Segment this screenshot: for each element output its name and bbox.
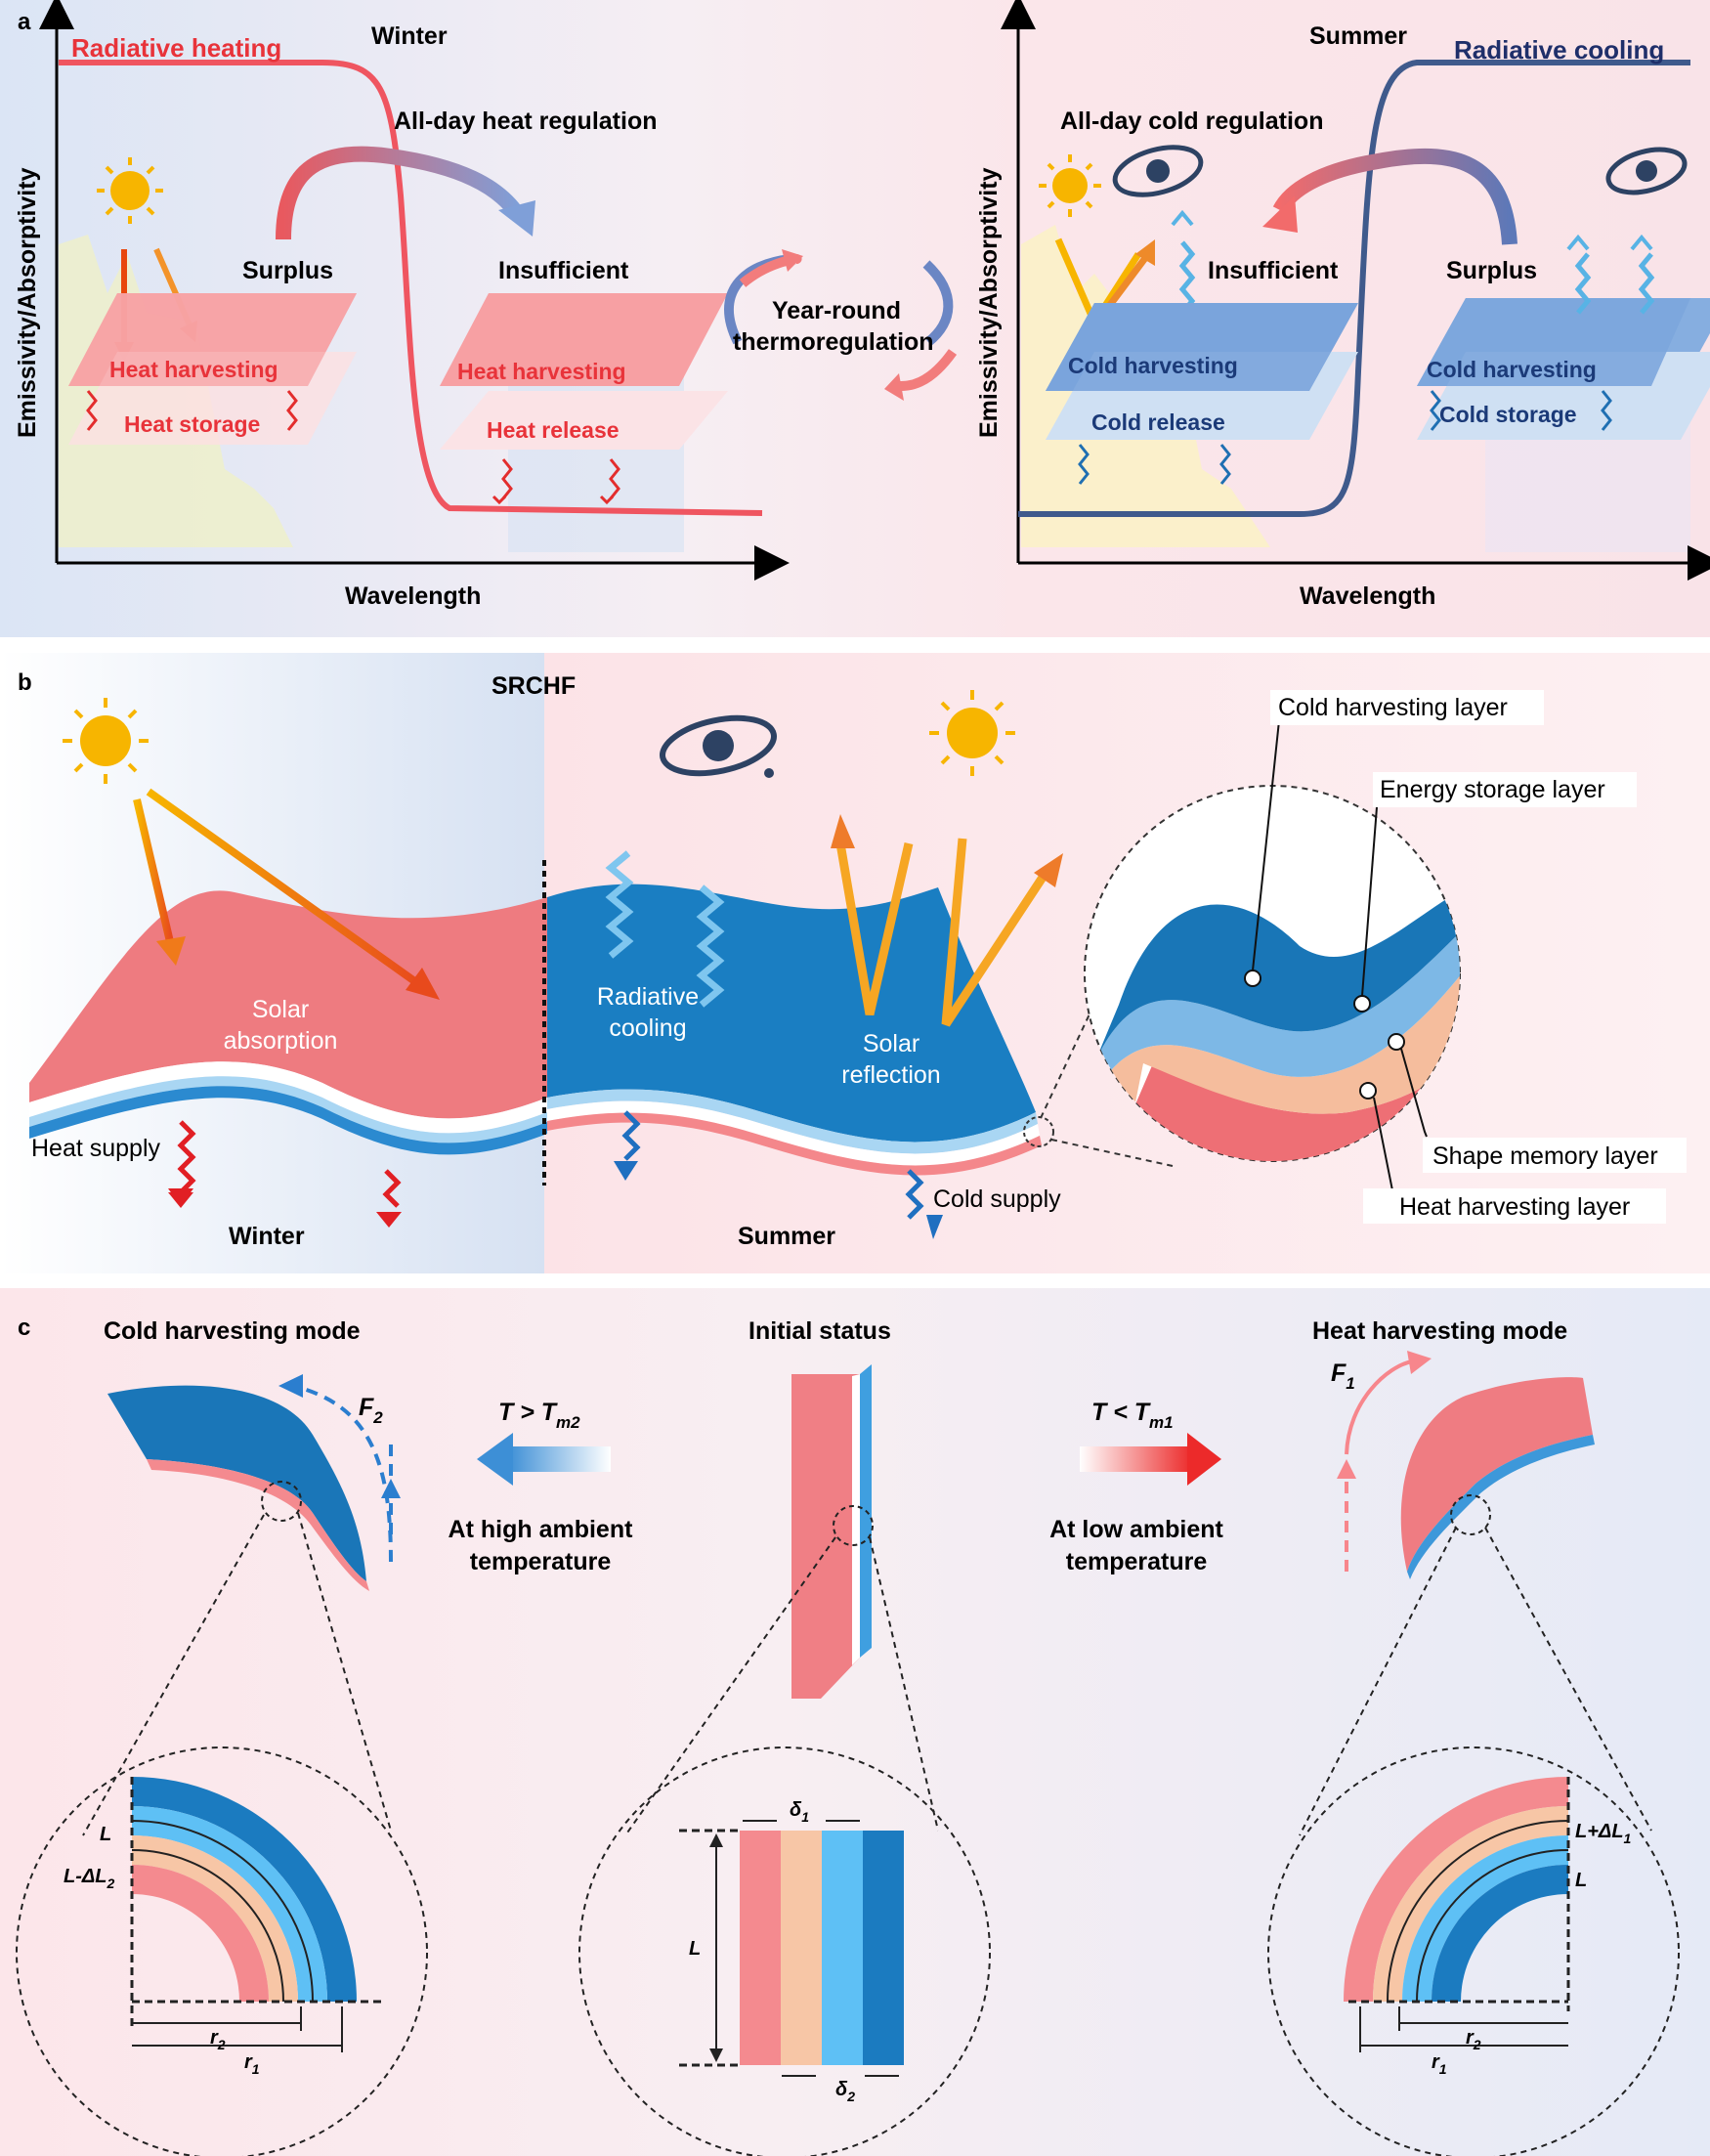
heat-harvesting-layer-label: Heat harvesting layer xyxy=(1399,1193,1630,1221)
panel-a-letter: a xyxy=(18,9,31,35)
panel-c-letter: c xyxy=(18,1315,30,1341)
right-LdL-label: L+ΔL1 xyxy=(1575,1821,1632,1846)
heat-mode-film xyxy=(1400,1377,1593,1572)
initial-film xyxy=(791,1374,860,1699)
heat-release-label: Heat release xyxy=(487,417,620,443)
sun-icon-winter xyxy=(63,698,149,784)
heat-mode-title: Heat harvesting mode xyxy=(1312,1317,1567,1345)
left-ylabel: Emissivity/Absorptivity xyxy=(14,167,41,438)
heat-release-layer xyxy=(440,391,728,450)
force-f2-label: F2 xyxy=(359,1394,383,1427)
low-ambient-line1: At low ambient xyxy=(1049,1516,1223,1543)
condition-right: T < Tm1 xyxy=(1091,1399,1174,1432)
right-arc-layers xyxy=(1344,1777,1570,2052)
radiative-cooling-label: Radiative cooling xyxy=(1454,35,1664,65)
panel-a-graphic: a Radiative heating Winter All-day heat … xyxy=(14,0,1710,610)
energy-storage-layer-label: Energy storage layer xyxy=(1380,776,1605,803)
left-xlabel: Wavelength xyxy=(345,582,481,610)
mid-d2-label: δ2 xyxy=(835,2079,855,2104)
mid-d1-label: δ1 xyxy=(790,1799,809,1825)
panel-a: a Radiative heating Winter All-day heat … xyxy=(0,0,1710,637)
galaxy-icon-b xyxy=(660,714,777,778)
srchf-title: SRCHF xyxy=(492,672,576,700)
right-xlabel: Wavelength xyxy=(1300,582,1435,610)
summer-label: Summer xyxy=(1309,22,1407,50)
initial-status-title: Initial status xyxy=(748,1317,891,1345)
panel-c-graphic: c Cold harvesting mode Initial status He… xyxy=(16,1315,1680,2156)
heat-regulation-label: All-day heat regulation xyxy=(394,108,657,135)
galaxy-icon-1 xyxy=(1112,145,1204,197)
cold-mode-title: Cold harvesting mode xyxy=(104,1317,361,1345)
mid-L-label: L xyxy=(689,1938,701,1960)
summer-label-b: Summer xyxy=(738,1223,835,1250)
cold-storage-label: Cold storage xyxy=(1439,402,1577,427)
radiative-cooling-line1: Radiative xyxy=(597,983,699,1011)
left-LdL-label: L-ΔL2 xyxy=(64,1866,115,1891)
sun-icon-right xyxy=(1039,154,1101,217)
right-L-label: L xyxy=(1575,1870,1587,1891)
surplus-label-left: Surplus xyxy=(242,257,333,284)
solar-reflection-line2: reflection xyxy=(841,1061,940,1089)
thermoregulation-label: thermoregulation xyxy=(733,328,934,356)
heat-storage-label: Heat storage xyxy=(124,411,260,437)
left-L-label: L xyxy=(100,1824,111,1845)
heating-curve xyxy=(59,60,763,516)
right-r2-label: r2 xyxy=(1466,2027,1481,2052)
left-r2-label: r2 xyxy=(210,2027,226,2052)
cold-harvesting-label-1: Cold harvesting xyxy=(1068,353,1238,378)
cooling-curve xyxy=(1018,60,1690,517)
cold-regulation-label: All-day cold regulation xyxy=(1060,108,1323,135)
heat-supply-label: Heat supply xyxy=(31,1135,161,1162)
cold-harvesting-layer-label: Cold harvesting layer xyxy=(1278,694,1508,721)
left-r1-label: r1 xyxy=(244,2051,260,2077)
heat-harvesting-label-1: Heat harvesting xyxy=(109,357,278,382)
right-ylabel: Emissivity/Absorptivity xyxy=(975,167,1003,438)
left-zoom-circle xyxy=(16,1746,428,2156)
middle-zoom-circle xyxy=(578,1746,991,2156)
panel-c: c Cold harvesting mode Initial status He… xyxy=(0,1288,1710,2156)
panel-b: b SRCHF Solar absorption Radiative cooli… xyxy=(0,653,1710,1273)
high-ambient-line1: At high ambient xyxy=(449,1516,634,1543)
high-ambient-line2: temperature xyxy=(470,1548,612,1575)
insufficient-label-right: Insufficient xyxy=(1208,257,1339,284)
solar-absorption-line1: Solar xyxy=(252,996,309,1023)
film-summer-surface xyxy=(547,884,1036,1143)
condition-left: T > Tm2 xyxy=(498,1399,580,1432)
right-zoom-circle xyxy=(1267,1746,1680,2156)
panel-b-graphic: b SRCHF Solar absorption Radiative cooli… xyxy=(0,653,1710,1273)
middle-strips xyxy=(679,1820,904,2077)
galaxy-icon-2 xyxy=(1605,147,1688,195)
winter-label: Winter xyxy=(371,22,448,50)
insufficient-label-left: Insufficient xyxy=(498,257,629,284)
heat-harvesting-label-2: Heat harvesting xyxy=(457,359,626,384)
cold-release-label: Cold release xyxy=(1091,410,1225,435)
cold-mode-film xyxy=(107,1385,366,1581)
left-arc-layers xyxy=(130,1777,381,2052)
winter-label-b: Winter xyxy=(229,1223,305,1250)
year-round-label: Year-round xyxy=(772,297,901,324)
surplus-label-right: Surplus xyxy=(1446,257,1537,284)
low-ambient-line2: temperature xyxy=(1066,1548,1208,1575)
shape-memory-layer-label: Shape memory layer xyxy=(1432,1143,1658,1170)
panel-b-letter: b xyxy=(18,669,32,696)
film-winter-surface xyxy=(29,890,547,1119)
right-r1-label: r1 xyxy=(1432,2051,1447,2077)
cold-harvesting-label-2: Cold harvesting xyxy=(1427,357,1597,382)
radiative-cooling-line2: cooling xyxy=(609,1014,686,1042)
radiative-heating-label: Radiative heating xyxy=(71,33,281,63)
cold-supply-label: Cold supply xyxy=(933,1186,1061,1213)
heat-harvesting-layer-2 xyxy=(440,293,728,386)
force-f1-label: F1 xyxy=(1331,1359,1355,1393)
sun-icon-summer xyxy=(929,690,1015,776)
sun-icon-left xyxy=(97,157,163,224)
solar-reflection-line1: Solar xyxy=(863,1030,919,1057)
solar-absorption-line2: absorption xyxy=(224,1027,338,1055)
